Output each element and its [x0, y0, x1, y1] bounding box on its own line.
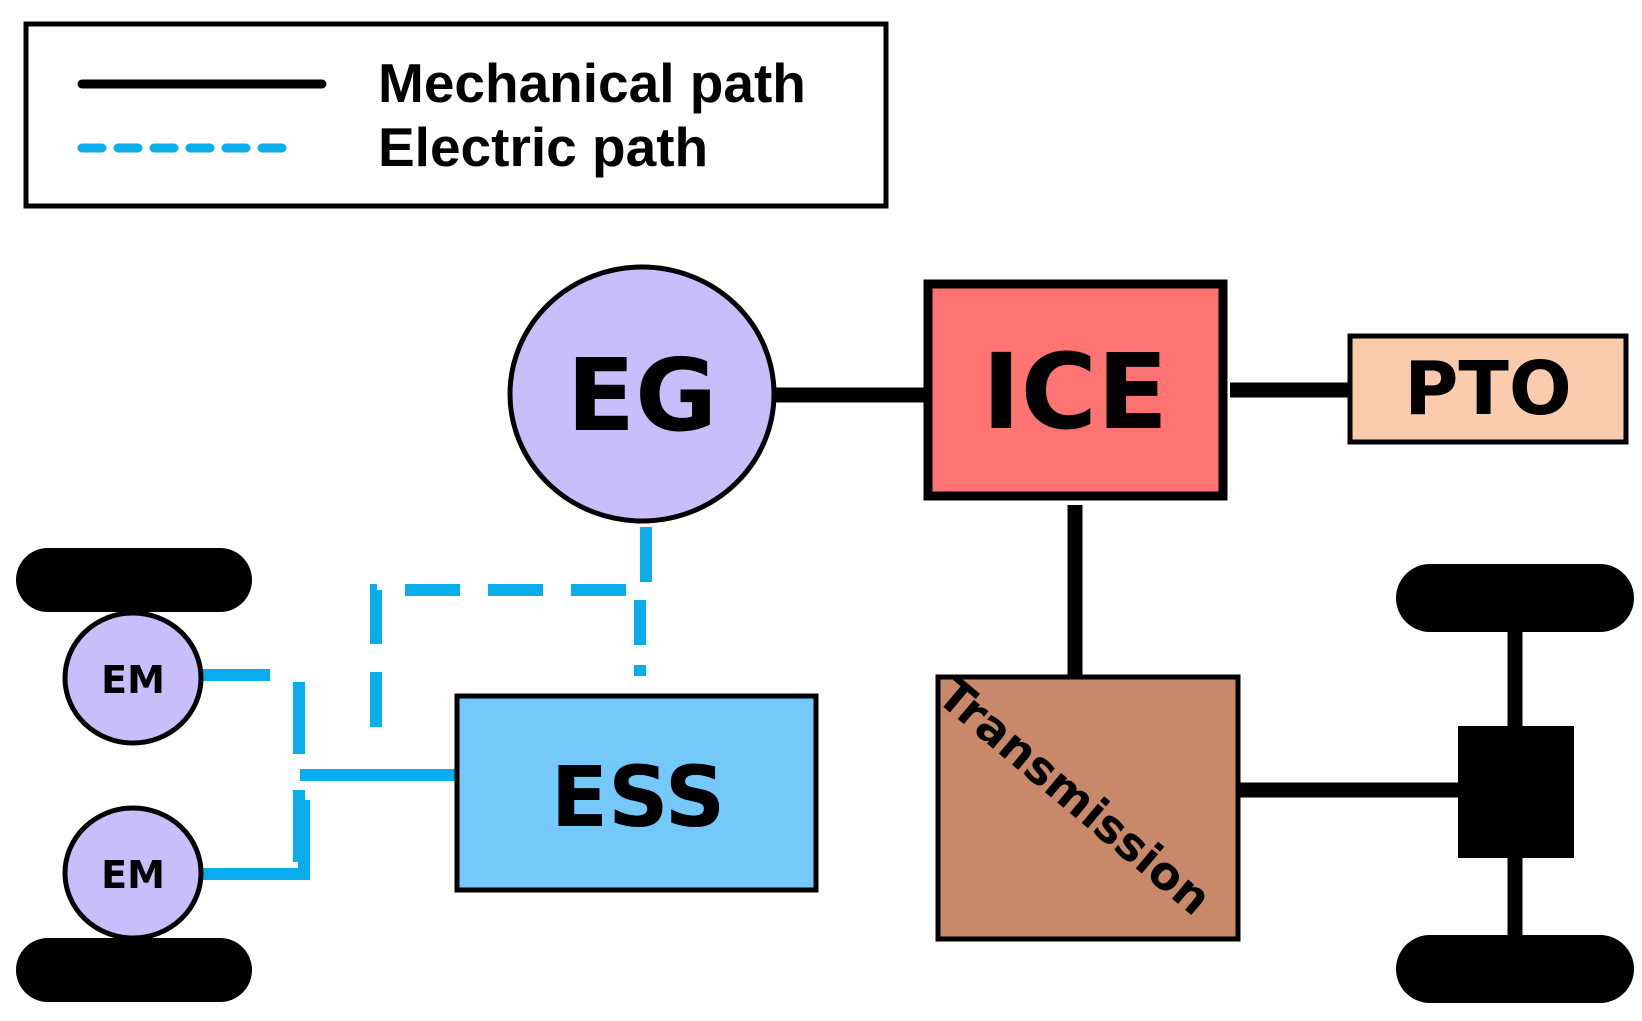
eg: EG [507, 264, 777, 524]
legend-box [23, 21, 889, 209]
transmission-box [935, 674, 1241, 942]
ice: ICE [923, 279, 1228, 501]
em-bottom-connection [198, 800, 310, 880]
eg-label: EG [567, 337, 717, 454]
ice-label: ICE [982, 331, 1168, 453]
pto-box [1347, 333, 1629, 445]
ice-box [923, 279, 1228, 501]
em-top-label: EM [101, 658, 165, 702]
em-bottom-label: EM [101, 853, 165, 897]
front-wheel-top [16, 548, 252, 612]
front-wheel-bottom [16, 938, 252, 1002]
ess: ESS [454, 693, 819, 893]
em-top-circle [62, 610, 204, 746]
rear-wheel-bottom [1396, 935, 1634, 1003]
legend: Mechanical path Electric path [23, 21, 889, 209]
differential [1458, 726, 1574, 858]
em-bottom: EM [62, 805, 204, 941]
legend-electric-label: Electric path [378, 116, 708, 178]
legend-mechanical-label: Mechanical path [378, 52, 806, 114]
pto: PTO [1347, 333, 1629, 445]
em-bottom-circle [62, 805, 204, 941]
transmission: Transmission [928, 667, 1241, 942]
pto-label: PTO [1404, 346, 1572, 432]
eg-circle [507, 264, 777, 524]
rear-wheel-top [1396, 564, 1634, 632]
em-top: EM [62, 610, 204, 746]
ess-label: ESS [551, 748, 726, 846]
ess-box [454, 693, 819, 893]
em-top-connection [198, 669, 305, 880]
eg-to-bus-dashed [370, 527, 652, 740]
electric-paths [198, 527, 652, 880]
